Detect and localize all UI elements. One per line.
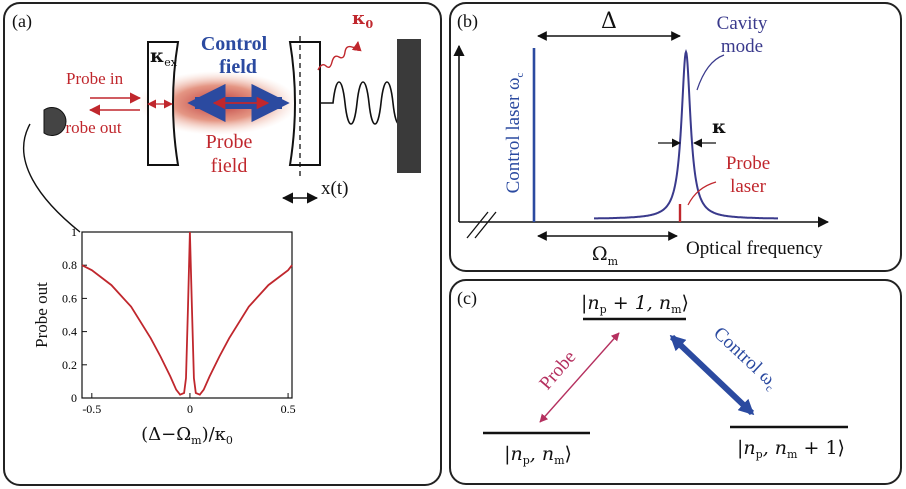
y-tick-label: 0.2	[62, 358, 77, 372]
panel-b: (b) Control laser ωc Δ Cavity mode κ Pro…	[449, 2, 902, 272]
probe-laser-label: Probe	[726, 153, 770, 174]
y-tick-label: 0.8	[62, 258, 77, 272]
panel-a-frame	[3, 2, 442, 486]
displacement-label: x(t)	[321, 178, 348, 199]
detector-icon	[43, 107, 67, 136]
chart-y-axis-label: Probe out	[32, 282, 51, 348]
y-tick-label: 1	[71, 225, 77, 239]
kappa-0-label: κ0	[352, 8, 374, 31]
control-field-label: Control	[201, 33, 268, 55]
probe-out-chart: 0 0.2 0.4 0.6 0.8 1 -0.5 0 0.5 Probe out (Δ−Ωm)/…	[32, 225, 296, 447]
control-transition-arrow	[669, 334, 755, 416]
chart-series-line	[81, 231, 293, 396]
panel-a-label: (a)	[12, 11, 32, 32]
kappa-label: κ	[712, 116, 726, 138]
delta-label: Δ	[601, 9, 617, 34]
cavity-mode-pointer	[696, 54, 725, 91]
panel-c-label: (c)	[457, 288, 477, 309]
probe-field-label: Probe	[206, 131, 253, 153]
detector-cable	[23, 123, 81, 233]
x-tick-label: 0.5	[281, 402, 296, 416]
y-tick-label: 0	[71, 391, 77, 405]
control-field-label-2: field	[219, 56, 257, 78]
kappa-0-loss-wave	[317, 41, 362, 71]
right-level-label: |np, nm + 1⟩	[737, 437, 845, 461]
chart-ticks: 0 0.2 0.4 0.6 0.8 1 -0.5 0 0.5	[62, 225, 296, 416]
y-tick-label: 0.4	[62, 325, 77, 339]
top-level-label: |np + 1, nm⟩	[581, 292, 689, 316]
kappa-ex-label: κex	[150, 45, 178, 69]
b-axis-break-1	[466, 211, 489, 239]
b-axis-break-2	[474, 211, 497, 239]
x-tick-label: -0.5	[82, 402, 101, 416]
omega-m-label: Ωm	[592, 243, 619, 268]
panel-b-frame	[449, 2, 902, 272]
y-tick-label: 0.6	[62, 291, 77, 305]
cavity-mode-label: Cavity	[717, 13, 768, 34]
cavity-mode-curve	[594, 49, 778, 220]
probe-laser-pointer	[687, 181, 717, 206]
probe-transition-label: Probe	[535, 347, 580, 394]
probe-in-label: Probe in	[66, 69, 124, 88]
probe-laser-label-2: laser	[730, 176, 767, 197]
cavity-mode-label-2: mode	[721, 36, 763, 57]
chart-x-axis-label: (Δ−Ωm)/κ0	[141, 424, 233, 447]
panel-c-frame	[449, 279, 902, 485]
mechanical-spring	[320, 81, 406, 125]
right-mirror	[288, 41, 321, 166]
probe-field-label-2: field	[211, 155, 248, 177]
probe-out-label: Probe out	[56, 118, 122, 137]
panel-a: (a) κex Control field Probe field Probe …	[3, 2, 442, 486]
optical-frequency-label: Optical frequency	[686, 238, 823, 259]
panel-b-label: (b)	[457, 11, 478, 32]
left-level-label: |np, nm⟩	[504, 443, 572, 467]
panel-c: (c) |np + 1, nm⟩ |np, nm⟩ |np, nm + 1⟩ P…	[449, 279, 902, 485]
probe-transition-arrow	[539, 332, 620, 423]
x-tick-label: 0	[187, 402, 193, 416]
control-laser-label: Control laser ωc	[503, 72, 526, 193]
fixed-wall	[397, 39, 421, 173]
